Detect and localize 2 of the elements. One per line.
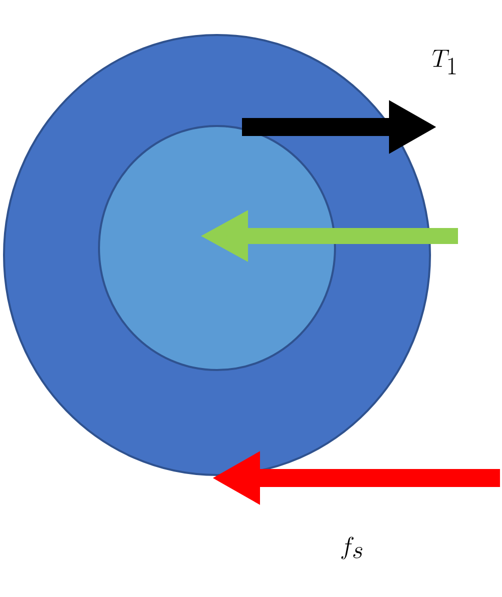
force-label: $f_s$ <box>341 536 362 560</box>
force-label: $T_1$ <box>432 50 456 74</box>
